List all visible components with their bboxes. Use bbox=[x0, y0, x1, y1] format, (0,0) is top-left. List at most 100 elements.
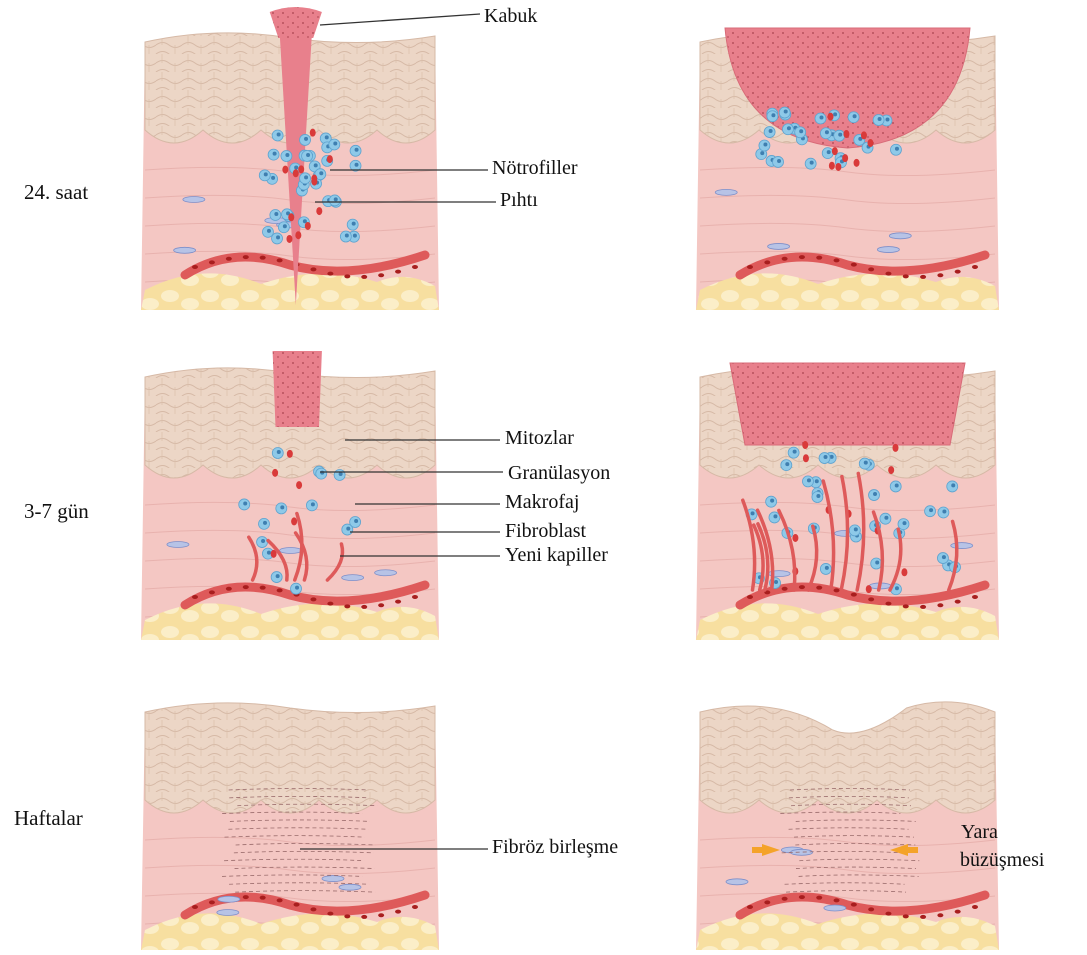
red-blood-cell bbox=[395, 270, 401, 274]
cell-nucleus bbox=[311, 502, 315, 506]
red-blood-cell bbox=[972, 595, 978, 599]
red-blood-cell bbox=[816, 586, 822, 590]
red-blood-cell bbox=[310, 267, 316, 271]
fibroblast-cell bbox=[824, 905, 846, 911]
red-blood-cell bbox=[955, 910, 961, 914]
fibroblast-cell bbox=[726, 879, 748, 885]
blood-cell bbox=[802, 441, 808, 449]
blood-cell bbox=[803, 454, 809, 462]
blood-cell bbox=[829, 162, 835, 170]
cell-nucleus bbox=[942, 555, 946, 559]
red-blood-cell bbox=[937, 273, 943, 277]
red-blood-cell bbox=[260, 586, 266, 590]
cell-nucleus bbox=[304, 137, 308, 141]
red-blood-cell bbox=[243, 895, 249, 899]
red-blood-cell bbox=[955, 270, 961, 274]
blood-cell bbox=[835, 163, 841, 171]
red-blood-cell bbox=[361, 915, 367, 919]
red-blood-cell bbox=[395, 910, 401, 914]
fibroblast-cell bbox=[342, 575, 364, 581]
cell-nucleus bbox=[815, 479, 819, 483]
cell-nucleus bbox=[276, 235, 280, 239]
cell-nucleus bbox=[878, 117, 882, 121]
red-blood-cell bbox=[243, 255, 249, 259]
cell-nucleus bbox=[285, 153, 289, 157]
cell-nucleus bbox=[838, 133, 842, 137]
cell-nucleus bbox=[827, 150, 831, 154]
epidermis bbox=[145, 703, 435, 813]
cell-nucleus bbox=[884, 516, 888, 520]
cell-nucleus bbox=[875, 561, 879, 565]
cell-nucleus bbox=[304, 175, 308, 179]
red-blood-cell bbox=[277, 258, 283, 262]
blood-cell bbox=[792, 534, 798, 542]
red-blood-cell bbox=[764, 260, 770, 264]
cell-nucleus bbox=[895, 483, 899, 487]
cell-nucleus bbox=[276, 574, 280, 578]
cell-nucleus bbox=[295, 586, 299, 590]
red-blood-cell bbox=[747, 265, 753, 269]
cell-nucleus bbox=[793, 450, 797, 454]
cell-nucleus bbox=[353, 234, 357, 238]
cell-nucleus bbox=[277, 450, 281, 454]
cell-nucleus bbox=[773, 514, 777, 518]
red-blood-cell bbox=[412, 905, 418, 909]
red-blood-cell bbox=[885, 602, 891, 606]
cell-nucleus bbox=[833, 112, 837, 116]
cell-nucleus bbox=[807, 478, 811, 482]
red-blood-cell bbox=[834, 898, 840, 902]
cell-nucleus bbox=[334, 197, 338, 201]
fibroblast-cell bbox=[715, 189, 737, 195]
contraction-arrow-right bbox=[906, 847, 918, 853]
fibroblast-cell bbox=[174, 247, 196, 253]
cell-nucleus bbox=[951, 483, 955, 487]
red-blood-cell bbox=[260, 256, 266, 260]
red-blood-cell bbox=[412, 265, 418, 269]
cell-nucleus bbox=[774, 580, 778, 584]
blood-cell bbox=[866, 585, 872, 593]
cell-nucleus bbox=[770, 499, 774, 503]
leader-line bbox=[320, 14, 480, 25]
red-blood-cell bbox=[920, 605, 926, 609]
cell-nucleus bbox=[769, 129, 773, 133]
red-blood-cell bbox=[764, 900, 770, 904]
label-new-capillaries: Yeni kapiller bbox=[505, 545, 608, 565]
fibroblast-cell bbox=[217, 910, 239, 916]
cell-nucleus bbox=[345, 234, 349, 238]
red-blood-cell bbox=[209, 590, 215, 594]
cell-nucleus bbox=[283, 224, 287, 228]
fibroblast-cell bbox=[218, 896, 240, 902]
cell-nucleus bbox=[787, 126, 791, 130]
red-blood-cell bbox=[955, 600, 961, 604]
red-blood-cell bbox=[799, 585, 805, 589]
panel-weeks-secondary bbox=[696, 702, 999, 950]
red-blood-cell bbox=[192, 905, 198, 909]
red-blood-cell bbox=[782, 587, 788, 591]
cell-nucleus bbox=[355, 148, 359, 152]
red-blood-cell bbox=[851, 593, 857, 597]
red-blood-cell bbox=[378, 273, 384, 277]
cell-nucleus bbox=[777, 159, 781, 163]
blood-cell bbox=[310, 129, 316, 137]
blood-cell bbox=[867, 139, 873, 147]
cell-nucleus bbox=[354, 519, 358, 523]
panel-24h-secondary bbox=[696, 28, 999, 310]
cell-nucleus bbox=[771, 113, 775, 117]
fibroblast-cell bbox=[877, 247, 899, 253]
blood-cell bbox=[888, 466, 894, 474]
red-blood-cell bbox=[851, 903, 857, 907]
red-blood-cell bbox=[395, 600, 401, 604]
red-blood-cell bbox=[816, 256, 822, 260]
red-blood-cell bbox=[344, 914, 350, 918]
red-blood-cell bbox=[226, 257, 232, 261]
contraction-arrow-left bbox=[752, 847, 764, 853]
fibroblast-cell bbox=[768, 243, 790, 249]
cell-nucleus bbox=[274, 212, 278, 216]
cell-nucleus bbox=[785, 462, 789, 466]
blood-cell bbox=[295, 231, 301, 239]
red-blood-cell bbox=[412, 595, 418, 599]
panel-weeks-primary bbox=[141, 703, 439, 950]
panel-3-7d-secondary bbox=[696, 363, 999, 640]
blood-cell bbox=[287, 450, 293, 458]
red-blood-cell bbox=[799, 255, 805, 259]
